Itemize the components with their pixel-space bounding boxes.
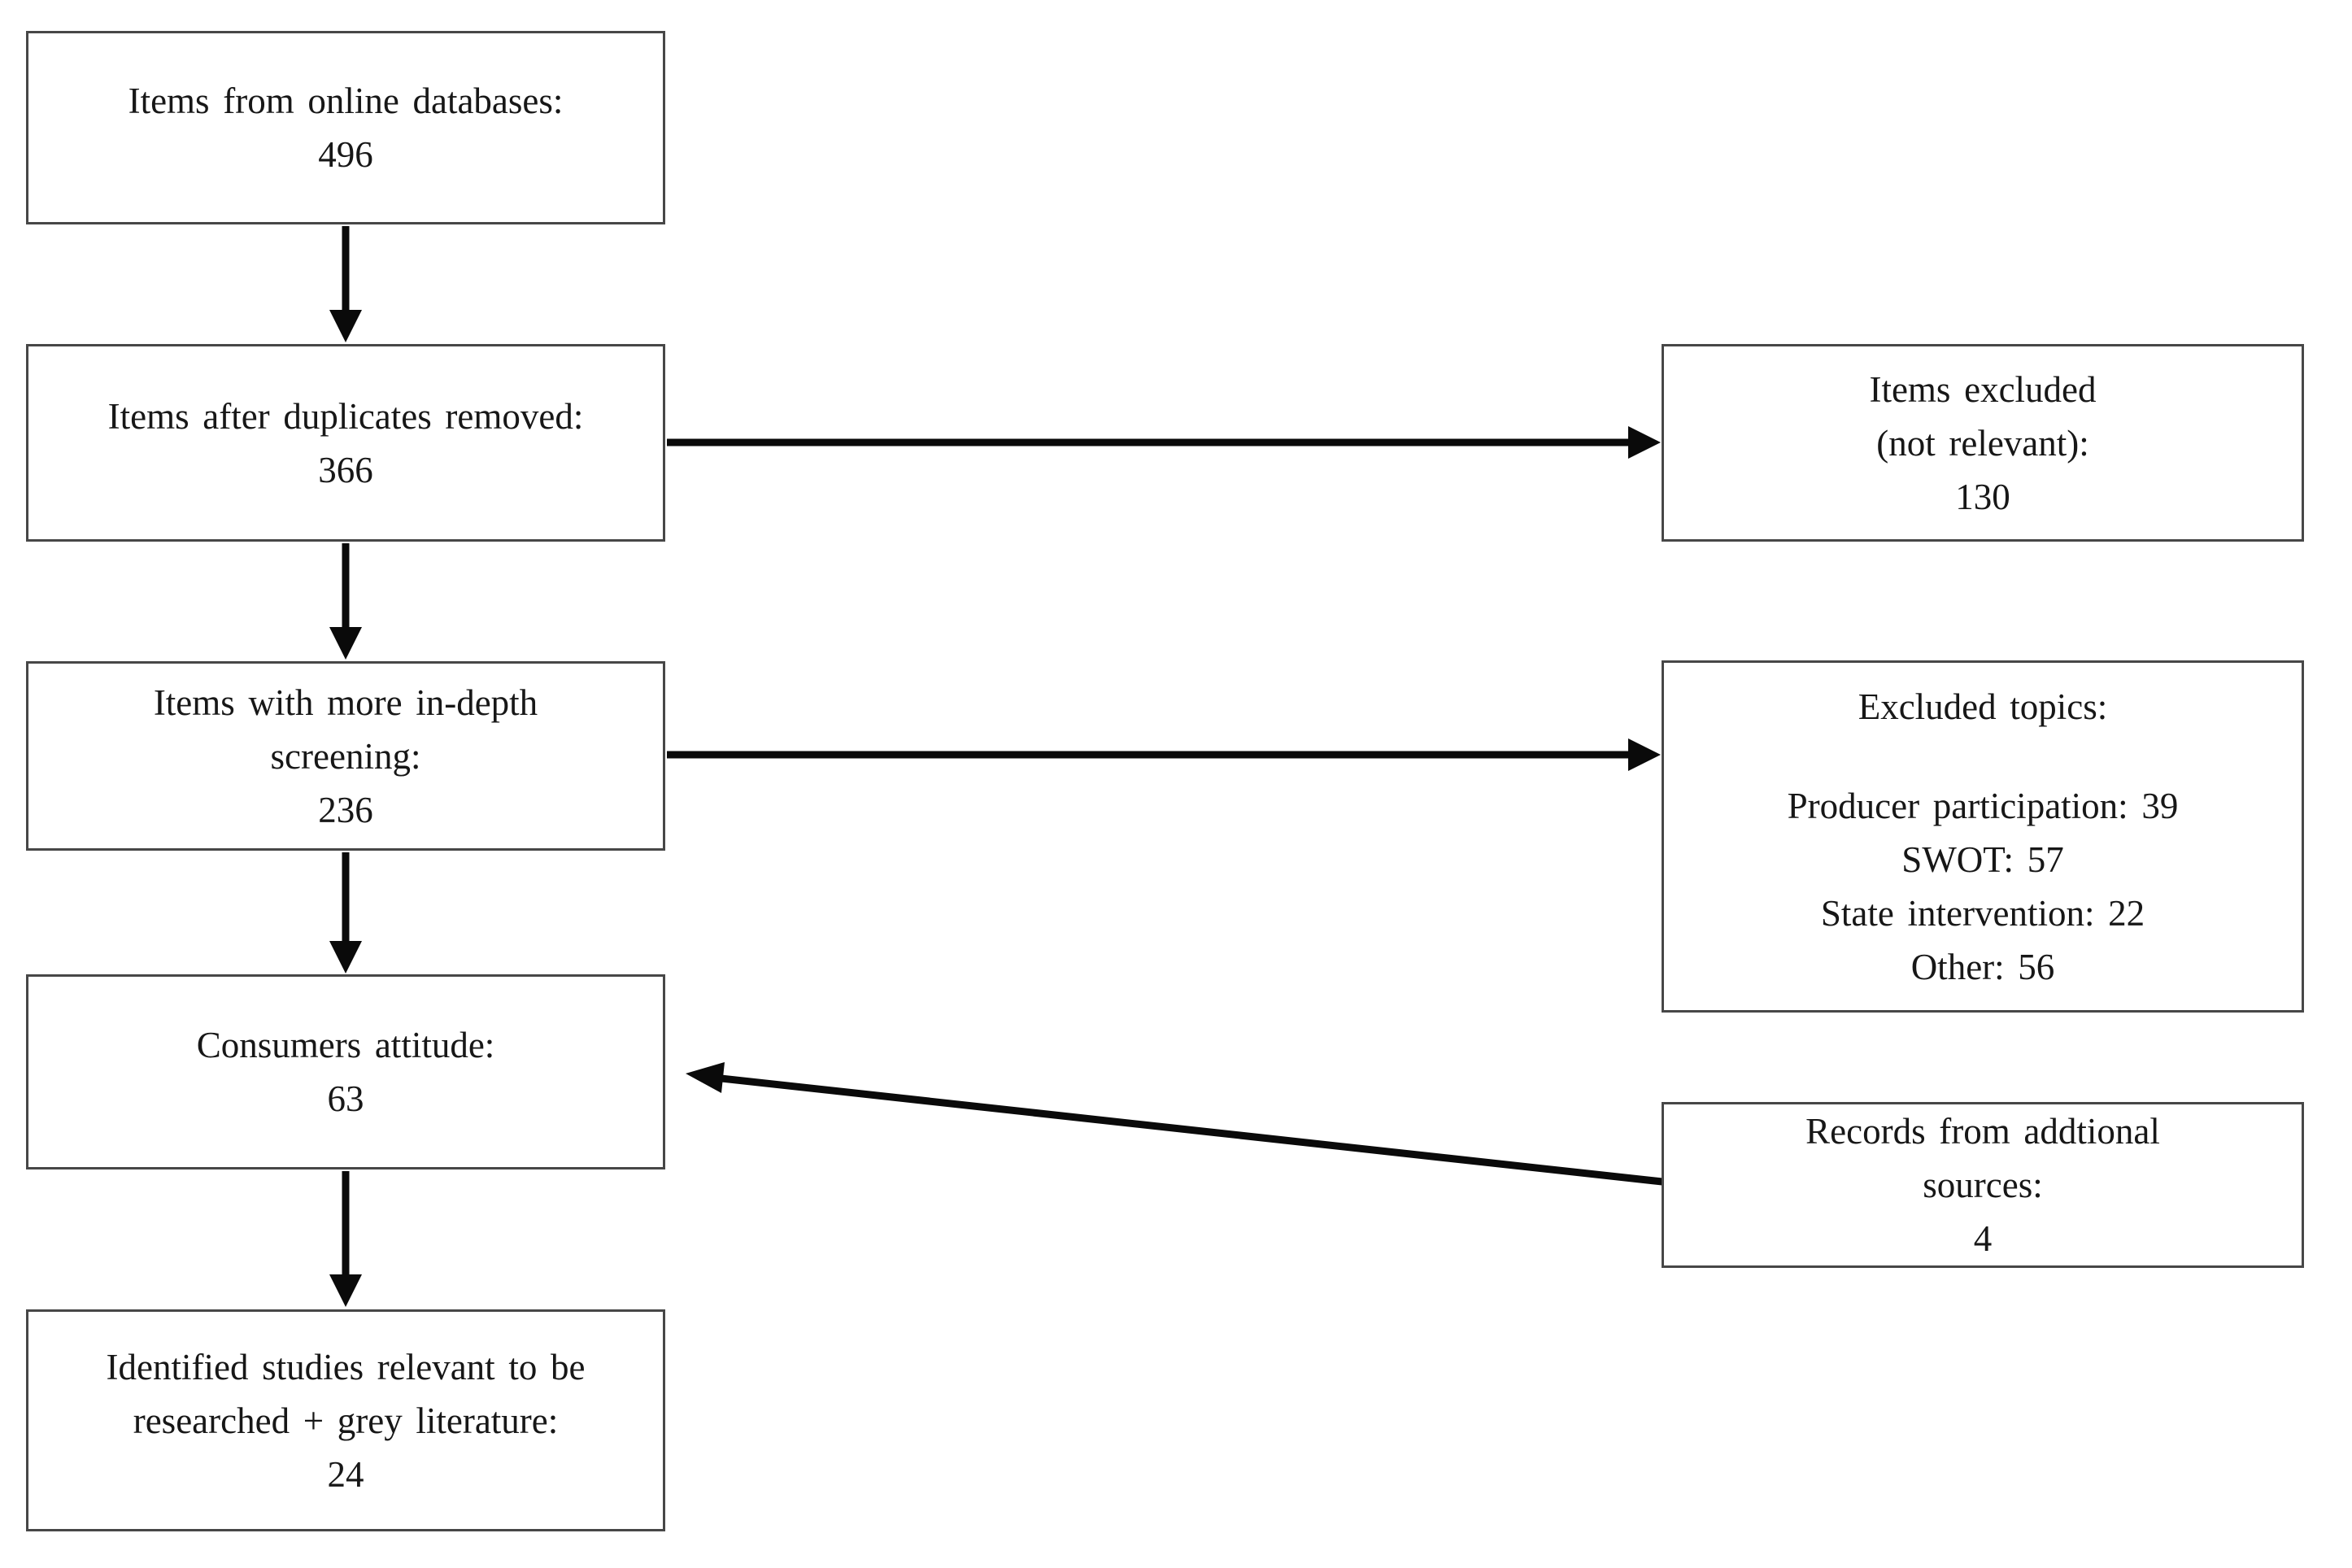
box-identified-studies-label-2: researched + grey literature:	[133, 1400, 559, 1441]
box-duplicates-removed: Items after duplicates removed: 366	[26, 344, 665, 542]
box-additional-sources-count: 4	[1973, 1218, 1993, 1259]
arrow-in-depth-screening-to-consumers-attitude	[329, 852, 362, 973]
arrow-online-databases-to-duplicates-removed	[329, 226, 362, 342]
box-excluded-topics: Excluded topics: Producer participation:…	[1662, 660, 2304, 1013]
box-excluded-topics-item-state: State intervention: 22	[1820, 892, 2145, 934]
box-in-depth-screening-label-1: Items with more in-depth	[153, 682, 538, 723]
arrow-duplicates-removed-to-in-depth-screening	[329, 543, 362, 660]
box-items-excluded-count: 130	[1955, 476, 2010, 517]
arrow-consumers-attitude-to-identified-studies	[329, 1171, 362, 1307]
box-online-databases: Items from online databases: 496	[26, 31, 665, 224]
box-duplicates-removed-count: 366	[318, 449, 373, 490]
box-excluded-topics-item-producer: Producer participation: 39	[1787, 785, 2179, 826]
box-excluded-topics-title: Excluded topics:	[1858, 686, 2108, 727]
arrow-additional-sources-to-consumers-attitude	[686, 1062, 1663, 1186]
arrow-in-depth-screening-to-excluded-topics	[667, 738, 1661, 771]
box-identified-studies: Identified studies relevant to be resear…	[26, 1309, 665, 1531]
box-excluded-topics-item-swot: SWOT: 57	[1901, 838, 2064, 880]
box-items-excluded-label-1: Items excluded	[1869, 368, 2097, 410]
box-online-databases-count: 496	[318, 134, 373, 175]
arrow-duplicates-removed-to-items-excluded	[667, 426, 1661, 459]
box-in-depth-screening: Items with more in-depth screening: 236	[26, 661, 665, 851]
box-in-depth-screening-count: 236	[318, 789, 373, 830]
box-additional-sources-label-1: Records from addtional	[1805, 1111, 2160, 1152]
box-duplicates-removed-label: Items after duplicates removed:	[107, 395, 584, 437]
box-excluded-topics-item-other: Other: 56	[1910, 946, 2055, 987]
box-additional-sources-label-2: sources:	[1923, 1165, 2043, 1205]
box-consumers-attitude-label: Consumers attitude:	[196, 1025, 495, 1065]
box-identified-studies-count: 24	[327, 1453, 364, 1495]
box-additional-sources: Records from addtional sources: 4	[1662, 1102, 2304, 1268]
box-consumers-attitude: Consumers attitude: 63	[26, 974, 665, 1169]
box-items-excluded-label-2: (not relevant):	[1876, 422, 2089, 464]
box-in-depth-screening-label-2: screening:	[270, 735, 421, 777]
box-consumers-attitude-count: 63	[327, 1078, 364, 1119]
box-online-databases-label: Items from online databases:	[128, 81, 564, 121]
box-items-excluded: Items excluded (not relevant): 130	[1662, 344, 2304, 542]
box-identified-studies-label-1: Identified studies relevant to be	[106, 1346, 586, 1387]
